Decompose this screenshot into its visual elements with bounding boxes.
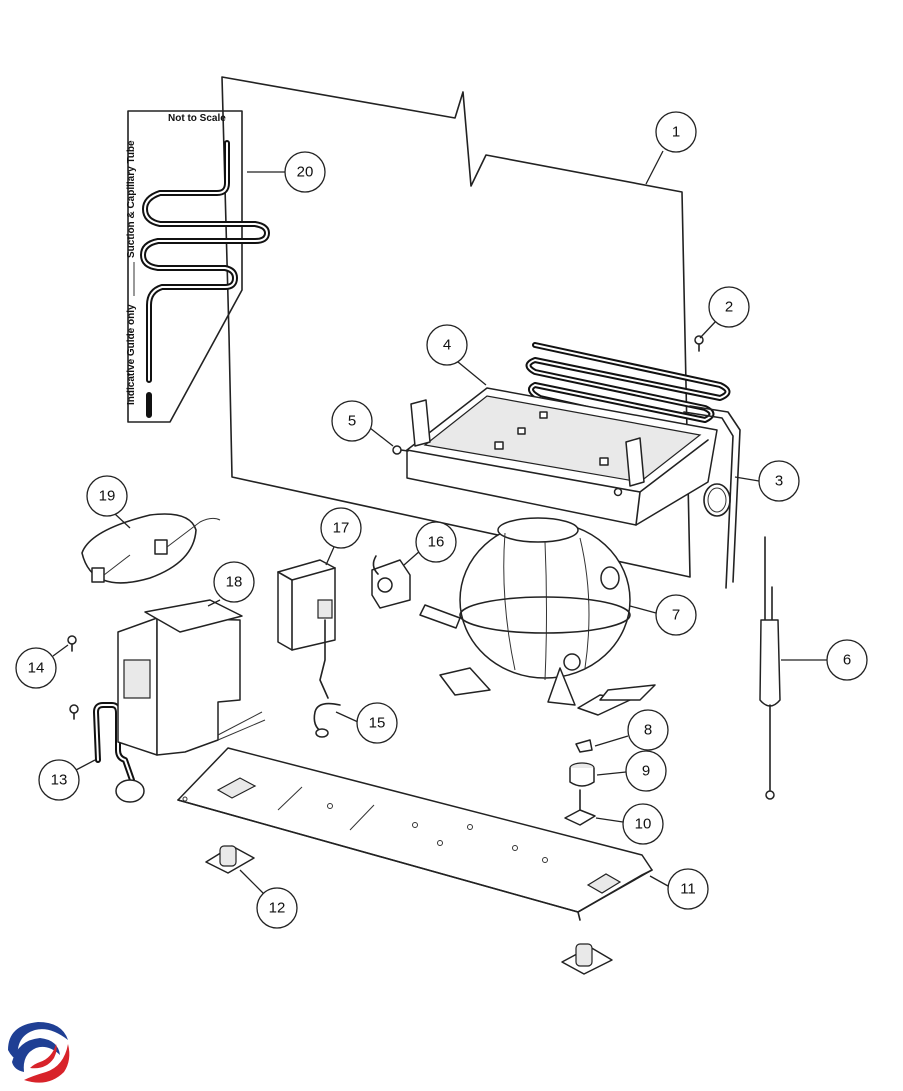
svg-text:16: 16 <box>428 534 445 551</box>
svg-text:19: 19 <box>99 488 116 505</box>
svg-text:5: 5 <box>348 413 356 430</box>
callout-11: 11 <box>667 868 709 910</box>
condenser-coil <box>525 342 741 589</box>
svg-text:18: 18 <box>226 574 243 591</box>
brand-swirl-logo-icon <box>8 1022 70 1083</box>
svg-text:4: 4 <box>443 337 451 354</box>
callout-5: 5 <box>331 400 373 442</box>
compressor <box>419 517 656 716</box>
callout-4: 4 <box>426 324 468 366</box>
callout-12: 12 <box>256 887 298 929</box>
svg-text:3: 3 <box>775 473 783 490</box>
drip-tray <box>406 387 718 526</box>
roller-front <box>205 845 255 874</box>
svg-text:2: 2 <box>725 299 733 316</box>
clip <box>575 739 593 753</box>
control-box <box>117 599 266 756</box>
svg-text:1: 1 <box>672 124 680 141</box>
cabinet-back-panel <box>221 76 691 578</box>
screw-5 <box>392 445 409 455</box>
callout-8: 8 <box>627 709 669 751</box>
svg-text:15: 15 <box>369 715 386 732</box>
svg-text:9: 9 <box>642 763 650 780</box>
svg-text:14: 14 <box>28 660 45 677</box>
ground-wire <box>313 702 341 738</box>
callout-10: 10 <box>622 803 664 845</box>
callout-19: 19 <box>86 475 128 517</box>
callout-7: 7 <box>655 594 697 636</box>
callout-18: 18 <box>213 561 255 603</box>
svg-text:13: 13 <box>51 772 68 789</box>
suction-capillary-tube-inset: Not to Scale Suction & Capillary Tube In… <box>126 110 270 423</box>
relay <box>277 559 336 699</box>
suction-capillary-label: Suction & Capillary Tube <box>126 140 137 258</box>
wire-harness-inset <box>81 513 221 584</box>
base-plate <box>177 747 653 921</box>
leader-lines <box>52 150 827 895</box>
callout-9: 9 <box>625 750 667 792</box>
screw-14 <box>67 635 79 720</box>
callout-13: 13 <box>38 759 80 801</box>
svg-text:20: 20 <box>297 164 314 181</box>
grommet <box>569 762 595 787</box>
svg-text:8: 8 <box>644 722 652 739</box>
callout-20: 20 <box>284 151 326 193</box>
overload <box>371 555 411 609</box>
capacitor-cord <box>93 702 145 803</box>
svg-text:17: 17 <box>333 520 350 537</box>
svg-text:7: 7 <box>672 607 680 624</box>
svg-text:6: 6 <box>843 652 851 669</box>
callout-15: 15 <box>356 702 398 744</box>
callout-16: 16 <box>415 521 457 563</box>
not-to-scale-label: Not to Scale <box>168 113 226 124</box>
filter-drier <box>759 536 781 800</box>
svg-text:10: 10 <box>635 816 652 833</box>
callout-6: 6 <box>826 639 868 681</box>
svg-text:12: 12 <box>269 900 286 917</box>
callout-3: 3 <box>758 460 800 502</box>
mounting-bolt <box>564 789 596 826</box>
callout-2: 2 <box>708 286 750 328</box>
screw-2 <box>694 335 704 352</box>
callout-17: 17 <box>320 507 362 549</box>
indicative-guide-label: Indicative Guide only <box>126 304 137 405</box>
callout-14: 14 <box>15 647 57 689</box>
roller-rear <box>561 943 613 975</box>
callout-1: 1 <box>655 111 697 153</box>
svg-text:11: 11 <box>680 881 696 898</box>
